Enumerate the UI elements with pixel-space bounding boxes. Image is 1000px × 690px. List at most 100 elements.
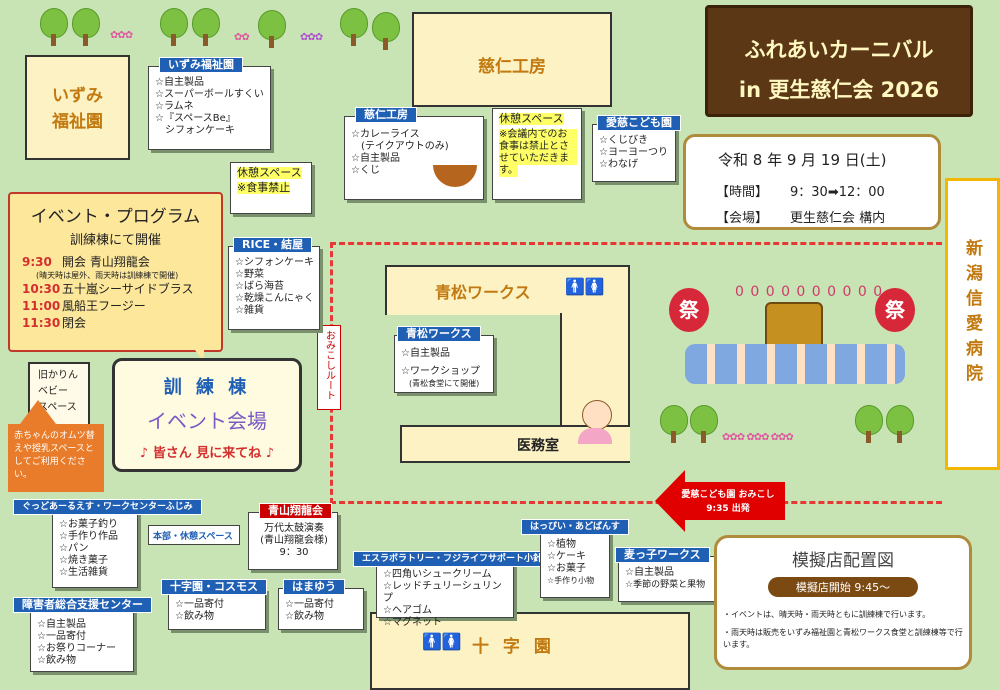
booth-item: ☆お菓子釣り xyxy=(59,519,118,530)
booth-item: ☆ヘアゴム xyxy=(383,605,432,616)
flowers-icon: ✿✿✿ xyxy=(300,32,323,43)
booth-item: ※食事禁止 xyxy=(237,181,291,194)
arrow-left-icon xyxy=(655,470,685,532)
flowers-icon: ✿✿✿ ✿✿✿ ✿✿✿ xyxy=(722,432,794,443)
program-subtitle: 訓練棟にて開催 xyxy=(69,233,161,248)
booth-item: (青松食堂にて開催) xyxy=(401,379,480,388)
booth-item: 食事は禁止とさ xyxy=(499,141,577,153)
booth-item: ☆『スペースBe』 xyxy=(155,113,236,124)
booth-item: ☆雑貨 xyxy=(235,305,264,316)
nurse-icon xyxy=(578,400,614,444)
booth-rice: RICE・結屋 ☆シフォンケーキ ☆野菜 ☆ばら海苔 ☆乾燥こんにゃく ☆雑貨 xyxy=(228,237,320,330)
omikoshi-depart-arrow: 愛慈こども園 おみこし 9:35 出発 xyxy=(655,470,785,532)
program-time: 9:30 xyxy=(22,255,52,269)
booth-title: はまゆう xyxy=(283,579,345,595)
booth-jijin: 慈仁工房 ☆カレーライス (テイクアウトのみ) ☆自主製品 ☆くじ xyxy=(344,107,484,200)
omikoshi-depart-time: 9:35 出発 xyxy=(706,504,750,514)
booth-aoyama: 青山翔龍会 万代太鼓演奏 (青山翔龍会様) 9：30 xyxy=(248,503,338,570)
booth-item: ☆自主製品 xyxy=(351,153,400,164)
booth-hamayuu: はまゆう ☆一品寄付 ☆飲み物 xyxy=(278,579,364,630)
booth-fujimi: ぐっどあーるえす・ワークセンターふじみ ☆お菓子釣り ☆手作り作品 ☆パン ☆焼… xyxy=(13,499,202,588)
tree-icon xyxy=(690,405,718,443)
hospital-building: 新潟信愛病院 xyxy=(945,178,1000,470)
booth-item: ☆自主製品 xyxy=(37,619,86,630)
tree-icon xyxy=(192,8,220,46)
booth-item: ☆季節の野菜と果物 xyxy=(625,580,706,590)
booth-item: ☆スーパーボールすくい xyxy=(155,89,264,100)
booth-title: 青山翔龍会 xyxy=(259,503,332,519)
booth-item: ☆四角いシュークリーム xyxy=(383,569,492,580)
program-time: 11:30 xyxy=(22,316,61,330)
booth-item: せていただきま xyxy=(499,153,577,165)
venue-label: 【会場】 xyxy=(716,211,769,226)
program-tail xyxy=(180,330,204,362)
booth-juji-cosmos: 十字園・コスモス ☆一品寄付 ☆飲み物 xyxy=(161,579,267,630)
booth-item: ☆飲み物 xyxy=(285,611,324,622)
date-info-box: 令和 8 年 9 月 19 日(土) 【時間】 9：30➡12：00 【会場】 … xyxy=(683,134,941,230)
layout-info-note: ・イベントは、晴天時・雨天時ともに訓練棟で行います。 xyxy=(723,610,931,619)
juji-building-label: 十 字 園 xyxy=(472,637,555,657)
tree-icon xyxy=(72,8,100,46)
juji-building: 🚹🚺 十 字 園 xyxy=(370,612,690,690)
booth-item: ☆飲み物 xyxy=(37,655,76,666)
booth-shougai: 障害者総合支援センター ☆自主製品 ☆一品寄付 ☆お祭りコーナー ☆飲み物 xyxy=(13,597,152,672)
aomatsu-building-bottom: 医務室 xyxy=(400,425,630,463)
booth-title: 青松ワークス xyxy=(397,326,481,342)
flowers-icon: ✿✿ xyxy=(234,32,250,43)
tree-icon xyxy=(886,405,914,443)
booth-item: す。 xyxy=(499,165,518,177)
program-time: 10:30 xyxy=(22,282,61,296)
booth-title: いずみ福祉園 xyxy=(159,57,243,73)
restroom-icon: 🚹🚺 xyxy=(422,632,462,651)
booth-item: ☆ヨーヨーつり xyxy=(599,147,668,158)
booth-item: ※会議内でのお xyxy=(499,129,577,141)
booth-title: 本部・休憩スペース xyxy=(153,532,233,542)
former-baby-space-label: 旧かりん ベビー スペース xyxy=(38,370,78,413)
program-note: (晴天時は屋外、雨天時は訓練棟で開催) xyxy=(36,271,179,280)
booth-item: ☆手作り小物 xyxy=(547,576,595,585)
program-text: 開会 青山翔龍会 xyxy=(62,255,150,269)
people-icon xyxy=(685,344,905,384)
event-hall-line1: 訓 練 棟 xyxy=(163,377,251,398)
layout-info-box: 模擬店配置図 模擬店開始 9:45～ ・イベントは、晴天時・雨天時ともに訓練棟で… xyxy=(714,535,972,670)
tree-icon xyxy=(40,8,68,46)
booth-aomatsu: 青松ワークス ☆自主製品 ☆ワークショップ (青松食堂にて開催) xyxy=(394,326,494,393)
booth-title: 十字園・コスモス xyxy=(161,579,267,595)
booth-item: ☆焼き菓子 xyxy=(59,555,108,566)
tree-icon xyxy=(160,8,188,46)
booth-item: ☆自主製品 xyxy=(625,567,674,578)
booth-item: ☆手作り作品 xyxy=(59,531,118,542)
booth-item: ☆野菜 xyxy=(235,269,264,280)
omikoshi-depart-text: 愛慈こども園 おみこし xyxy=(681,490,775,500)
hospital-label: 新潟信愛病院 xyxy=(962,239,982,389)
flowers-icon: ✿✿✿ xyxy=(110,30,133,41)
aomatsu-building-top: 青松ワークス 🚹🚺 xyxy=(385,265,630,315)
booth-title: 麦っ子ワークス xyxy=(615,547,710,563)
tree-icon xyxy=(340,8,368,46)
booth-item: ☆くじ xyxy=(351,165,380,176)
layout-info-note: ・雨天時は販売をいずみ福祉園と青松ワークス食堂と訓練棟等で行います。 xyxy=(723,628,963,649)
tree-icon xyxy=(855,405,883,443)
imusitsu-label: 医務室 xyxy=(517,438,559,454)
booth-item: 9：30 xyxy=(279,547,309,558)
curry-icon xyxy=(433,161,477,187)
tree-icon xyxy=(258,10,286,48)
booth-item: ☆お菓子 xyxy=(547,563,586,574)
booth-item: ☆乾燥こんにゃく xyxy=(235,293,314,304)
booth-item: ☆マグネット xyxy=(383,617,442,628)
booth-item: ☆ラムネ xyxy=(155,101,194,112)
booth-esperantory: エスラボラトリー・フジライフサポート小針 ☆四角いシュークリーム ☆レッドチュリ… xyxy=(353,551,552,628)
booth-title: 慈仁工房 xyxy=(355,107,417,123)
paper-lantern-left-icon: 祭 xyxy=(669,288,709,332)
aomatsu-building-label: 青松ワークス xyxy=(435,283,531,302)
program-text: 閉会 xyxy=(62,316,87,330)
title-line1: ふれあいカーニバル xyxy=(744,38,934,62)
booth-izumi: いずみ福祉園 ☆自主製品 ☆スーパーボールすくい ☆ラムネ ☆『スペースBe』 … xyxy=(148,57,271,150)
booth-mugikko: 麦っ子ワークス ☆自主製品 ☆季節の野菜と果物 xyxy=(615,547,716,602)
booth-title: はっぴい・あどばんす xyxy=(521,519,629,535)
jijin-building: 慈仁工房 xyxy=(412,12,612,107)
event-hall-line3: ♪ 皆さん 見に来てね ♪ xyxy=(139,446,275,461)
